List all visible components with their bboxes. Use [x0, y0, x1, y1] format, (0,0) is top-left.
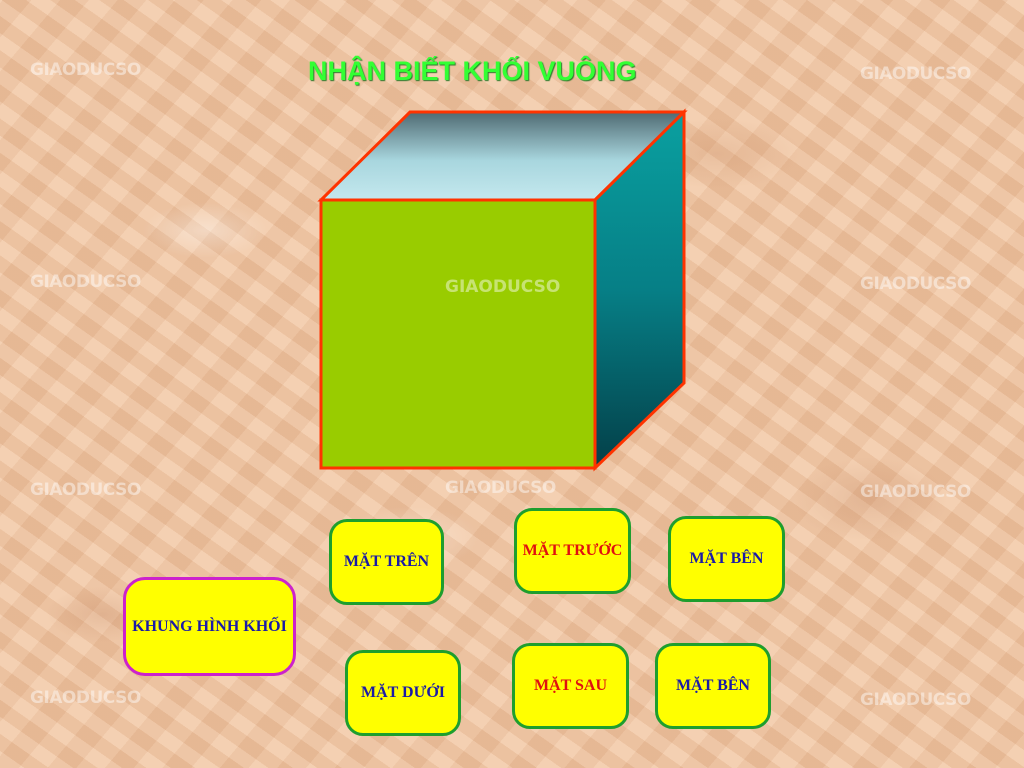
frame-button[interactable]: KHUNG HÌNH KHỐI — [123, 577, 296, 676]
bottom-face-button[interactable]: MẶT DƯỚI — [345, 650, 461, 736]
page-title: NHẬN BIẾT KHỐI VUÔNG — [308, 56, 637, 86]
side-face-button[interactable]: MẶT BÊN — [668, 516, 785, 602]
back-face-button[interactable]: MẶT SAU — [512, 643, 629, 729]
front-face-button[interactable]: MẶT TRƯỚC — [514, 508, 631, 594]
cube-front-face[interactable] — [319, 198, 597, 470]
watermark: GIAODUCSO — [445, 277, 560, 297]
top-face-button[interactable]: MẶT TRÊN — [329, 519, 444, 605]
side-face-button[interactable]: MẶT BÊN — [655, 643, 771, 729]
